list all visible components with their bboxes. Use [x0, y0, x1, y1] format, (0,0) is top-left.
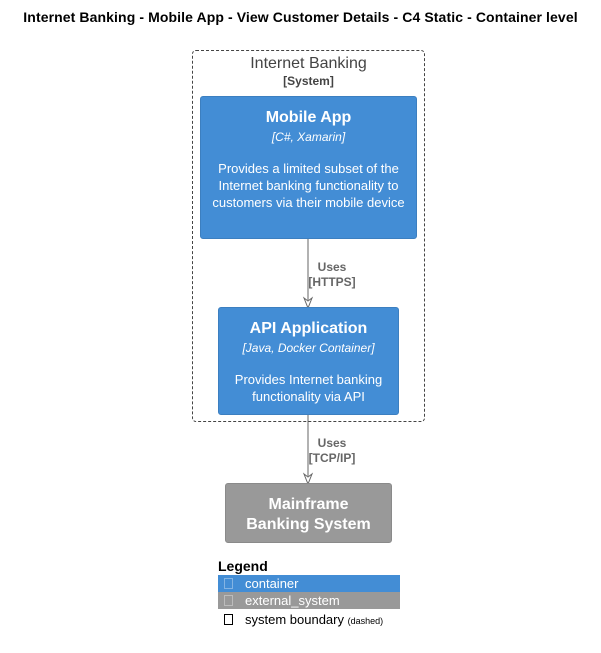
boundary-type: [System] [283, 74, 334, 88]
diagram-title: Internet Banking - Mobile App - View Cus… [23, 9, 578, 25]
legend-item-system-boundary: system boundary (dashed) [218, 611, 383, 630]
container-name: Mobile App [265, 109, 352, 126]
legend-label-external-system: external_system [245, 593, 340, 608]
container-technology: [Java, Docker Container] [242, 341, 375, 355]
relationship-technology: [TCP/IP] [308, 451, 356, 465]
boundary-name: Internet Banking [250, 55, 367, 72]
legend-label-boundary: system boundary [245, 612, 344, 627]
external-system-name: Mainframe Banking System [246, 496, 371, 533]
container-mobile-app[interactable]: Mobile App [C#, Xamarin] Provides a limi… [200, 96, 417, 239]
system-boundary: Internet Banking [System] [192, 50, 425, 422]
relationship-technology: [HTTPS] [308, 275, 356, 289]
relationship-label: Uses [317, 436, 347, 450]
legend-boundary-note: (dashed) [347, 616, 384, 626]
legend-swatch-boundary [224, 614, 233, 625]
container-description: Provides Internet banking functionality … [234, 372, 383, 404]
rel-arrowhead-mobile-api [302, 296, 314, 310]
legend-label-container: container [245, 576, 299, 591]
relationship-label-mobile-api: Uses [HTTPS] [296, 260, 368, 290]
legend-title: Legend [218, 558, 268, 574]
legend-swatch-container [224, 578, 233, 589]
legend-item-container: container [218, 575, 400, 592]
legend-item-external-system: external_system [218, 592, 400, 609]
container-name: API Application [249, 320, 368, 337]
container-api-application[interactable]: API Application [Java, Docker Container]… [218, 307, 399, 415]
container-technology: [C#, Xamarin] [271, 130, 346, 144]
external-system-mainframe[interactable]: Mainframe Banking System [225, 483, 392, 543]
relationship-label-api-mainframe: Uses [TCP/IP] [296, 436, 368, 466]
container-description: Provides a limited subset of the Interne… [212, 161, 405, 210]
legend-swatch-external-system [224, 595, 233, 606]
rel-arrowhead-api-mainframe [302, 472, 314, 486]
relationship-label: Uses [317, 260, 347, 274]
